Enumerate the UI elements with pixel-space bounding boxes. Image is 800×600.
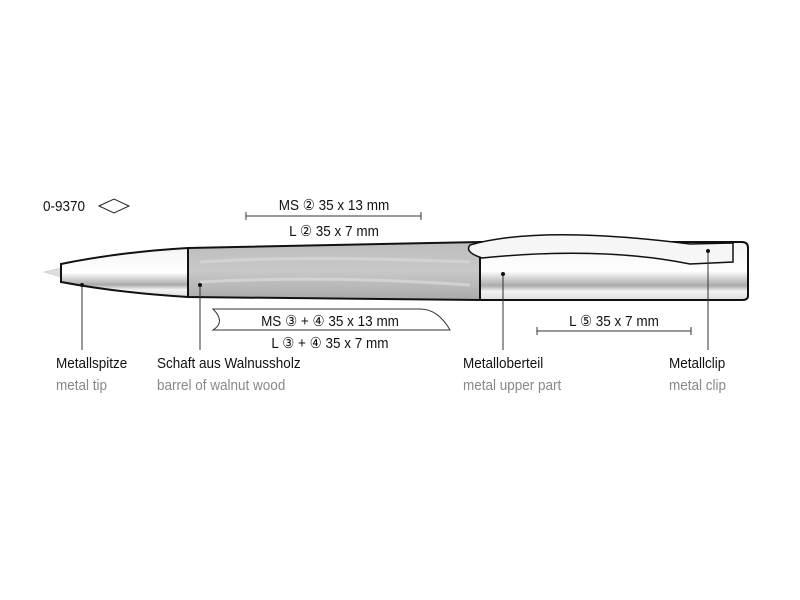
imprint-barrel-top-ms: MS ② 35 x 13 mm bbox=[278, 197, 390, 214]
pen-refill-tip bbox=[43, 267, 62, 278]
article-number: 0-9370 bbox=[43, 198, 86, 215]
label-clip-en: metal clip bbox=[669, 377, 727, 394]
imprint-upper: L ⑤ 35 x 7 mm bbox=[569, 313, 659, 330]
label-tip-de: Metallspitze bbox=[56, 355, 128, 372]
label-tip-en: metal tip bbox=[56, 377, 108, 394]
pen-tip bbox=[60, 246, 189, 299]
label-upper-de: Metalloberteil bbox=[463, 355, 544, 372]
label-barrel-en: barrel of walnut wood bbox=[157, 377, 286, 394]
imprint-barrel-bottom-l: L ③ + ④ 35 x 7 mm bbox=[271, 335, 389, 352]
label-clip-de: Metallclip bbox=[669, 355, 726, 372]
pen-clip bbox=[467, 234, 734, 265]
label-upper-en: metal upper part bbox=[463, 377, 562, 394]
imprint-barrel-top-l: L ② 35 x 7 mm bbox=[289, 223, 379, 240]
imprint-barrel-bottom-ms: MS ③ + ④ 35 x 13 mm bbox=[261, 313, 399, 330]
diamond-icon bbox=[97, 198, 131, 214]
label-barrel-de: Schaft aus Walnussholz bbox=[157, 355, 301, 372]
pen-barrel bbox=[187, 240, 481, 302]
